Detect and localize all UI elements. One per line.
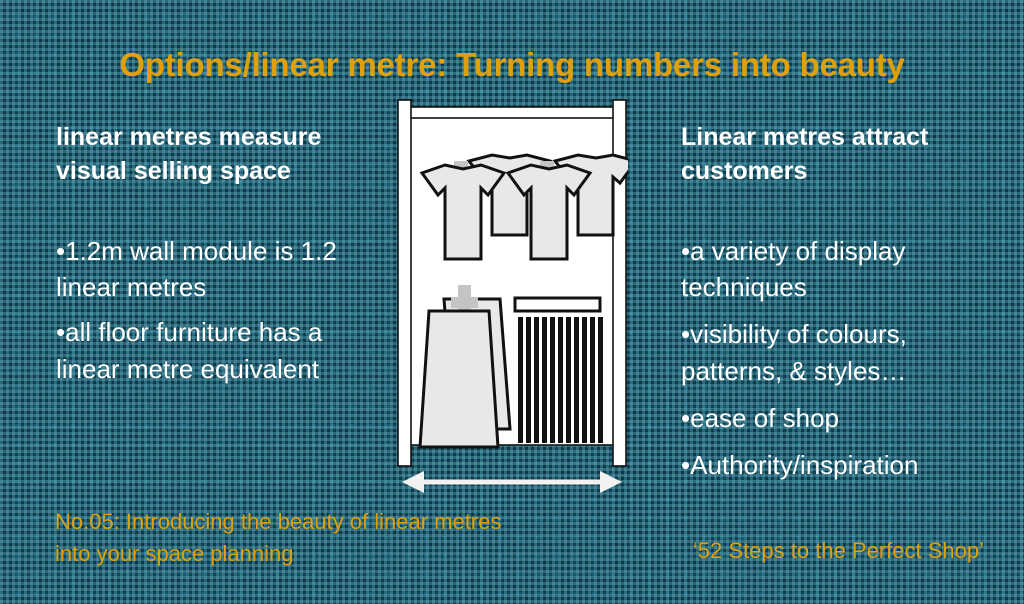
left-column-heading: linear metres measure visual selling spa… [56, 123, 322, 186]
list-item: •all floor furniture has a linear metre … [56, 314, 386, 388]
footer-right-series-title: ‘52 Steps to the Perfect Shop’ [692, 538, 984, 563]
bullet-marker-icon: • [681, 450, 691, 481]
bullet-marker-icon: • [681, 403, 691, 434]
bullet-marker-icon: • [56, 235, 66, 266]
list-item-label: visibility of colours, patterns, & style… [681, 319, 907, 387]
wall-display-unit-illustration [396, 99, 628, 494]
list-item: •ease of shop [681, 400, 1001, 437]
garment-cluster-top-right [505, 153, 628, 261]
left-column: linear metres measure visual selling spa… [56, 120, 386, 396]
list-item-label: 1.2m wall module is 1.2 linear metres [56, 235, 337, 303]
list-item-label: all floor furniture has a linear metre e… [56, 317, 323, 385]
right-column-bullet-list: •a variety of display techniques •visibi… [681, 233, 1001, 484]
footer-left-line-1: No.05: Introducing the beauty of linear … [55, 509, 502, 534]
bullet-marker-icon: • [56, 317, 66, 348]
skirt-cluster-bottom-left [418, 285, 512, 449]
list-item: •Authority/inspiration [681, 447, 1001, 484]
list-item: •a variety of display techniques [681, 233, 1001, 307]
footer-left-line-2: into your space planning [55, 540, 294, 566]
right-column-heading: Linear metres attract customers [681, 123, 929, 186]
bullet-marker-icon: • [681, 235, 691, 266]
list-item: •1.2m wall module is 1.2 linear metres [56, 233, 386, 307]
bullet-marker-icon: • [681, 319, 691, 350]
list-item-label: a variety of display techniques [681, 235, 906, 303]
list-item-label: ease of shop [690, 403, 839, 434]
list-item-label: Authority/inspiration [690, 450, 919, 481]
left-column-bullet-list: •1.2m wall module is 1.2 linear metres •… [56, 233, 386, 389]
footer-left: No.05: Introducing the beauty of linear … [55, 506, 615, 570]
width-measure-arrow [402, 471, 622, 493]
dense-garment-rail-bottom-right [513, 296, 603, 443]
list-item: •visibility of colours, patterns, & styl… [681, 316, 1001, 390]
right-column: Linear metres attract customers •a varie… [681, 120, 1001, 494]
page-title: Options/linear metre: Turning numbers in… [119, 46, 905, 83]
